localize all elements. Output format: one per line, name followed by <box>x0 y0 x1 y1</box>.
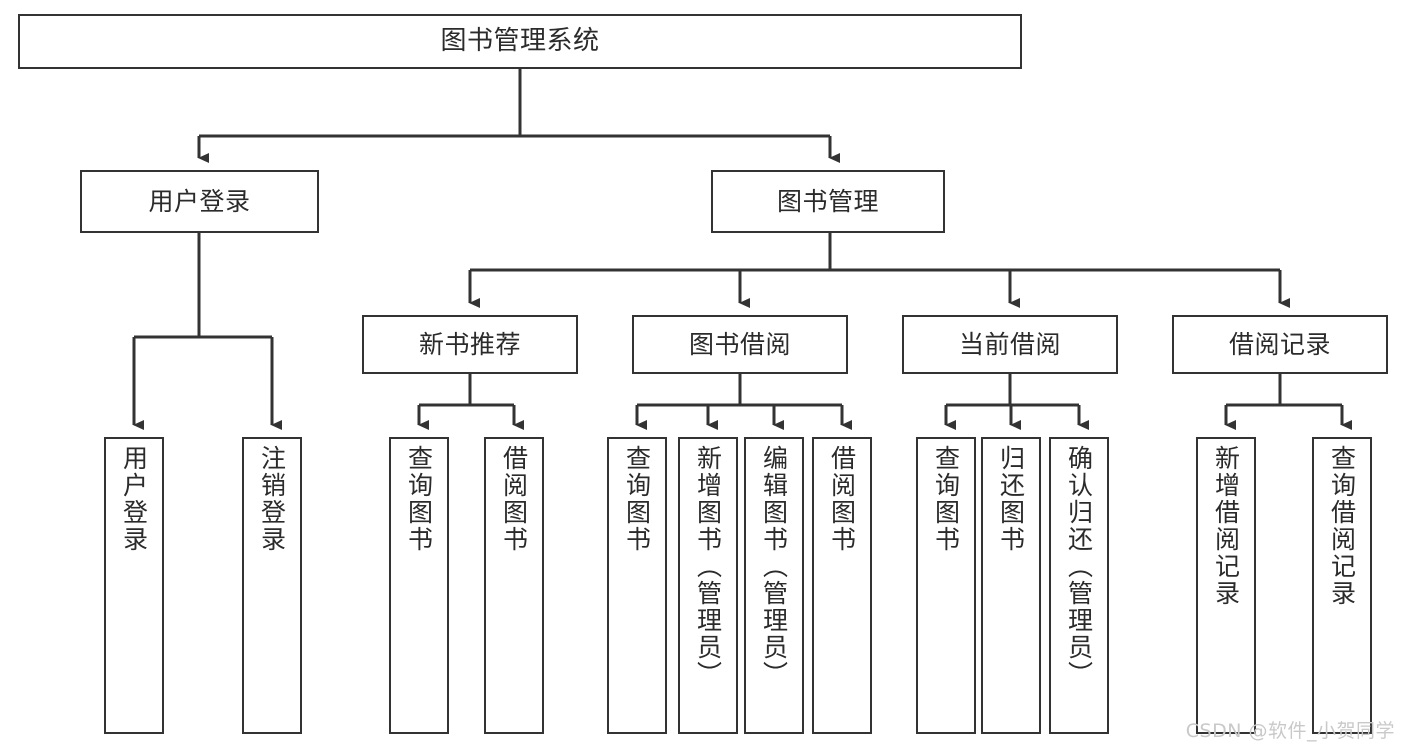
edge-book-borrow-to-leaves <box>635 374 852 430</box>
node-leaf-borrow-book-2[interactable]: 借阅图书 <box>812 437 872 734</box>
node-leaf-query-book-2[interactable]: 查询图书 <box>607 437 667 734</box>
node-label: 图书管理 <box>776 186 879 216</box>
node-leaf-user-login[interactable]: 用户登录 <box>104 437 164 734</box>
node-leaf-confirm-return[interactable]: 确认归还（管理员） <box>1049 437 1109 734</box>
node-label: 查询图书 <box>622 445 652 553</box>
node-leaf-query-record[interactable]: 查询借阅记录 <box>1312 437 1372 734</box>
node-borrow-record[interactable]: 借阅记录 <box>1172 315 1388 374</box>
edge-root-to-level2 <box>197 69 840 163</box>
edge-book-manage-to-level3 <box>468 233 1290 308</box>
node-book-borrow[interactable]: 图书借阅 <box>632 315 848 374</box>
node-label: 注销登录 <box>257 445 287 553</box>
node-user-login[interactable]: 用户登录 <box>80 170 319 233</box>
edge-user-login-to-leaves <box>132 233 282 430</box>
node-leaf-query-book-1[interactable]: 查询图书 <box>389 437 449 734</box>
node-label: 用户登录 <box>119 445 149 553</box>
node-label: 查询借阅记录 <box>1327 445 1357 607</box>
node-label: 归还图书 <box>996 445 1026 553</box>
node-leaf-query-book-3[interactable]: 查询图书 <box>916 437 976 734</box>
node-label: 借阅记录 <box>1228 329 1331 359</box>
edge-current-borrow-to-leaves <box>944 374 1089 430</box>
node-leaf-borrow-book-1[interactable]: 借阅图书 <box>484 437 544 734</box>
node-leaf-add-book[interactable]: 新增图书（管理员） <box>678 437 738 734</box>
node-label: 当前借阅 <box>958 329 1061 359</box>
node-new-book-recommend[interactable]: 新书推荐 <box>362 315 578 374</box>
node-label: 确认归还（管理员） <box>1064 445 1094 688</box>
edge-borrow-record-to-leaves <box>1224 374 1352 430</box>
node-label: 借阅图书 <box>827 445 857 553</box>
node-leaf-edit-book[interactable]: 编辑图书（管理员） <box>744 437 804 734</box>
watermark-text: CSDN @软件_小贺同学 <box>1185 720 1395 742</box>
node-leaf-add-record[interactable]: 新增借阅记录 <box>1196 437 1256 734</box>
node-root-system[interactable]: 图书管理系统 <box>18 14 1022 69</box>
node-label: 新增借阅记录 <box>1211 445 1241 607</box>
node-label: 用户登录 <box>148 186 251 216</box>
node-label: 编辑图书（管理员） <box>759 445 789 688</box>
node-book-manage[interactable]: 图书管理 <box>711 170 945 233</box>
node-label: 图书借阅 <box>688 329 791 359</box>
node-label: 图书管理系统 <box>440 26 600 57</box>
node-leaf-logout[interactable]: 注销登录 <box>242 437 302 734</box>
node-label: 新增图书（管理员） <box>693 445 723 688</box>
node-leaf-return-book[interactable]: 归还图书 <box>981 437 1041 734</box>
node-current-borrow[interactable]: 当前借阅 <box>902 315 1118 374</box>
node-label: 新书推荐 <box>418 329 521 359</box>
edge-new-book-recommend-to-leaves <box>417 374 524 430</box>
node-label: 借阅图书 <box>499 445 529 553</box>
node-label: 查询图书 <box>931 445 961 553</box>
node-label: 查询图书 <box>404 445 434 553</box>
